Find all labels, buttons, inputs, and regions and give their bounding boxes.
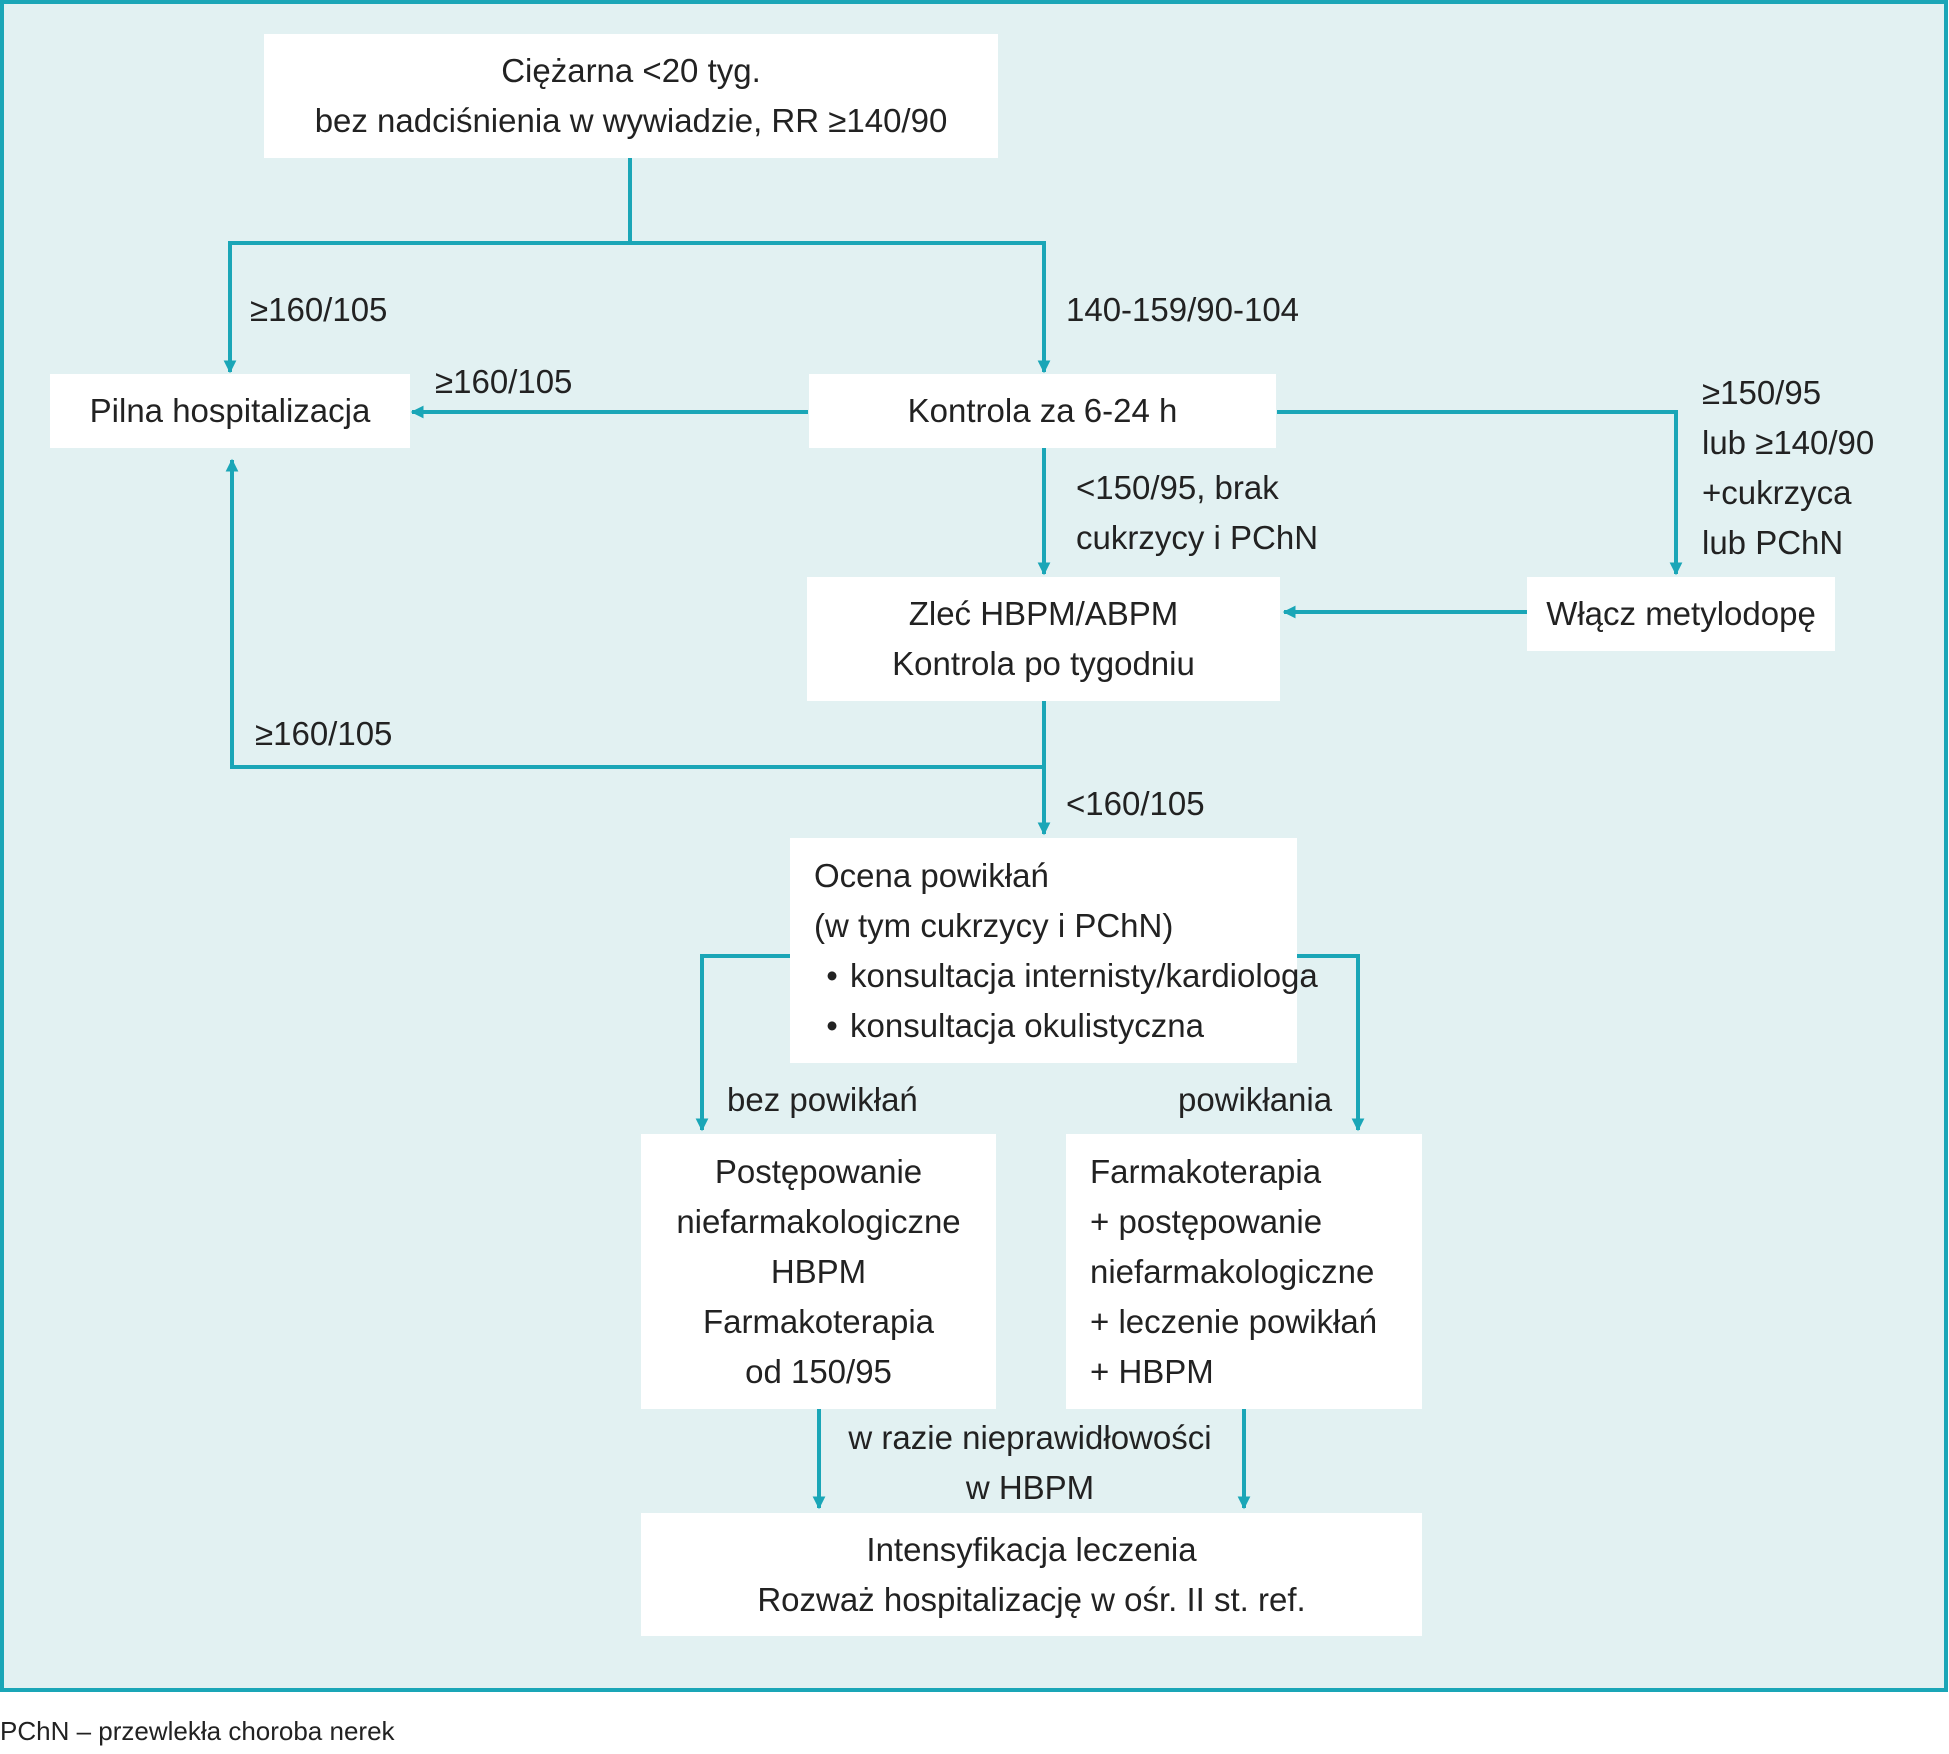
assess-bullet-1: konsultacja internisty/kardiologa: [814, 951, 1318, 1001]
label-abnormal-2: w HBPM: [965, 1469, 1095, 1506]
label-complications: powikłania: [1178, 1081, 1333, 1118]
label-recheck-down-1: <150/95, brak: [1076, 469, 1279, 506]
label-recheck-to-urgent: ≥160/105: [435, 363, 573, 400]
arrow-to-urgent: [223, 241, 630, 374]
arrow-to-recheck: [630, 241, 1051, 374]
start-box: Ciężarna <20 tyg. bez nadciśnienia w wyw…: [264, 34, 998, 158]
assess-line-1: Ocena powikłań: [814, 856, 1049, 894]
urgent-line-1: Pilna hospitalizacja: [89, 392, 371, 429]
label-hbpm-down: <160/105: [1066, 785, 1205, 822]
pharm-line-5: + HBPM: [1090, 1352, 1214, 1390]
footnote: PChN – przewlekła choroba nerek: [0, 1716, 395, 1746]
pharm-box: Farmakoterapia + postępowanie niefarmako…: [1066, 1134, 1422, 1409]
assess-line-2: (w tym cukrzycy i PChN): [814, 906, 1174, 944]
recheck-line-1: Kontrola za 6-24 h: [907, 392, 1178, 429]
urgent-hospitalization-box: Pilna hospitalizacja: [50, 374, 410, 448]
label-recheck-right-4: lub PChN: [1702, 524, 1844, 561]
arrow-recheck-to-methyldopa: [1277, 410, 1683, 576]
label-right-branch: 140-159/90-104: [1066, 291, 1300, 328]
start-line-1: Ciężarna <20 tyg.: [501, 52, 761, 89]
assess-complications-box: Ocena powikłań (w tym cukrzycy i PChN) k…: [790, 838, 1318, 1063]
label-abnormal-hbpm: w razie nieprawidłowości w HBPM: [840, 1413, 1220, 1513]
start-line-2: bez nadciśnienia w wywiadzie, RR ≥140/90: [314, 102, 948, 139]
pharm-line-4: + leczenie powikłań: [1090, 1302, 1378, 1340]
label-recheck-down-2: cukrzycy i PChN: [1076, 519, 1319, 556]
intensify-line-1: Intensyfikacja leczenia: [866, 1530, 1197, 1568]
pharm-line-3: niefarmakologiczne: [1090, 1252, 1375, 1290]
nonpharm-line-4: Farmakoterapia: [702, 1302, 935, 1340]
methyldopa-box: Włącz metylodopę: [1527, 577, 1835, 651]
nonpharm-line-2: niefarmakologiczne: [676, 1202, 961, 1240]
arrow-assess-to-nonpharm: [695, 954, 790, 1132]
label-recheck-right: ≥150/95 lub ≥140/90 +cukrzyca lub PChN: [1702, 368, 1874, 568]
recheck-box: Kontrola za 6-24 h: [809, 374, 1276, 448]
nonpharm-line-3: HBPM: [770, 1252, 867, 1290]
label-recheck-down: <150/95, brak cukrzycy i PChN: [1076, 463, 1318, 563]
label-abnormal-1: w razie nieprawidłowości: [848, 1419, 1212, 1456]
pharm-line-2: + postępowanie: [1090, 1202, 1323, 1240]
methyldopa-line-1: Włącz metylodopę: [1546, 595, 1816, 632]
intensify-line-2: Rozważ hospitalizację w ośr. II st. ref.: [757, 1580, 1306, 1618]
label-recheck-right-2: lub ≥140/90: [1702, 424, 1875, 461]
intensify-box: Intensyfikacja leczenia Rozważ hospitali…: [641, 1513, 1422, 1636]
label-recheck-right-3: +cukrzyca: [1702, 474, 1852, 511]
hbpm-line-2: Kontrola po tygodniu: [892, 645, 1195, 682]
arrow-hbpm-to-urgent: [225, 458, 1046, 769]
nonpharm-line-1: Postępowanie: [714, 1152, 923, 1190]
nonpharm-line-5: od 150/95: [745, 1352, 892, 1390]
nonpharm-box: Postępowanie niefarmakologiczne HBPM Far…: [641, 1134, 996, 1409]
label-left-branch: ≥160/105: [250, 291, 388, 328]
label-hbpm-to-urgent: ≥160/105: [255, 715, 393, 752]
label-no-complications: bez powikłań: [727, 1081, 918, 1118]
label-recheck-right-1: ≥150/95: [1702, 374, 1822, 411]
hbpm-line-1: Zleć HBPM/ABPM: [908, 595, 1179, 632]
hbpm-box: Zleć HBPM/ABPM Kontrola po tygodniu: [807, 577, 1280, 701]
assess-bullet-2: konsultacja okulistyczna: [814, 1001, 1204, 1051]
pharm-line-1: Farmakoterapia: [1090, 1152, 1322, 1190]
